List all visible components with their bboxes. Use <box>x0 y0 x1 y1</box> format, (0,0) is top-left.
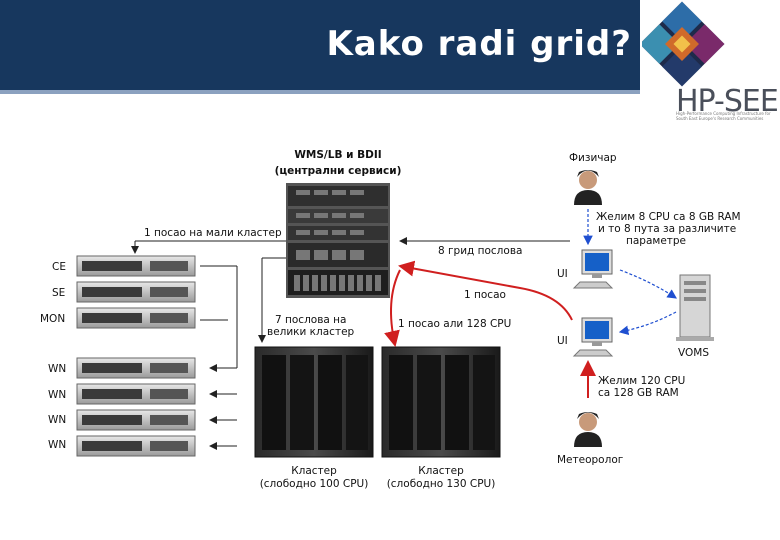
ui-computer-2-icon <box>572 317 614 357</box>
wn-label: WN <box>48 389 67 401</box>
central-services-title: WMS/LB и BDII <box>294 149 382 161</box>
physicist-request-line-2: и то 8 пута за различите <box>598 223 737 235</box>
voms-server-icon <box>676 274 714 341</box>
se-label: SE <box>52 287 66 299</box>
wn-label: WN <box>48 363 67 375</box>
ui-computer-1-icon <box>572 249 614 289</box>
title-bar <box>0 0 640 90</box>
mon-label: MON <box>40 313 66 325</box>
cluster-2-capacity: (слободно 130 CPU) <box>386 478 496 490</box>
big-cluster-2 <box>381 346 501 458</box>
page-title: Kako radi grid? <box>326 24 632 64</box>
logo-wordmark: HP-SEE <box>676 84 779 119</box>
grid-jobs-label: 8 грид послова <box>438 245 523 257</box>
meteorologist-label: Метеоролог <box>557 454 624 466</box>
wn-label: WN <box>48 439 67 451</box>
logo-emblem-icon <box>642 1 725 87</box>
physicist-request-line-1: Желим 8 CPU са 8 GB RAM <box>596 211 741 223</box>
meteorologist-request-line-1: Желим 120 CPU <box>598 375 686 387</box>
logo-tagline: High-Performance Computing Infrastructur… <box>676 111 771 121</box>
central-server-stack <box>286 183 390 298</box>
physicist-user-icon <box>574 170 602 205</box>
big-cluster-jobs-label-1: 7 послова на <box>275 314 347 326</box>
cluster-2-title: Кластер <box>418 465 464 477</box>
meteorologist-user-icon <box>574 412 602 447</box>
cluster-1-title: Кластер <box>291 465 337 477</box>
ui-label-1: UI <box>557 268 568 280</box>
ui-label-2: UI <box>557 335 568 347</box>
hp-see-logo <box>642 0 780 135</box>
title-bar-stripe <box>0 90 640 94</box>
one-job-label: 1 посао <box>464 289 506 301</box>
small-cluster-job-label: 1 посао на мали кластер <box>144 227 282 239</box>
cluster-1-capacity: (слободно 100 CPU) <box>259 478 369 490</box>
big-cluster-jobs-label-2: велики кластер <box>267 326 355 338</box>
wn-label: WN <box>48 414 67 426</box>
big-job-label: 1 посао али 128 CPU <box>398 318 512 330</box>
big-cluster-1 <box>254 346 374 458</box>
central-services-subtitle: (централни сервиси) <box>274 165 402 177</box>
voms-label: VOMS <box>678 347 709 359</box>
physicist-request-line-3: параметре <box>626 235 687 247</box>
ce-label: CE <box>52 261 66 273</box>
physicist-label: Физичар <box>569 152 617 164</box>
meteorologist-request-line-2: са 128 GB RAM <box>598 387 679 399</box>
small-cluster-servers <box>76 255 196 457</box>
